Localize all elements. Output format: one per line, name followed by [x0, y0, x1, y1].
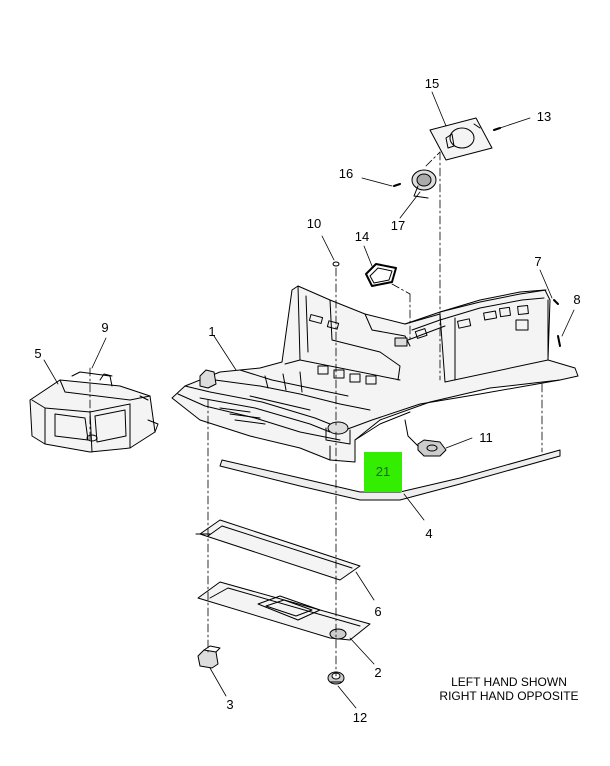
callout-16: 16	[339, 166, 353, 181]
callout-9: 9	[101, 320, 108, 335]
lower-panel-2	[197, 581, 371, 641]
note-line-2: RIGHT HAND OPPOSITE	[439, 689, 578, 703]
alignment-lines	[89, 151, 543, 677]
clip-3	[197, 645, 221, 669]
bracket-15	[429, 117, 493, 161]
note-line-1: LEFT HAND SHOWN	[451, 675, 567, 689]
callout-13: 13	[537, 109, 551, 124]
leader-lines	[43, 91, 575, 709]
highlight-label: 21	[376, 464, 390, 479]
highlight-box	[364, 452, 402, 492]
seal-14	[365, 263, 397, 287]
callout-8: 8	[573, 292, 580, 307]
callout-17: 17	[391, 218, 405, 233]
screw-16	[393, 183, 401, 187]
callout-11: 11	[479, 430, 493, 445]
clip-8	[557, 335, 561, 347]
callout-1: 1	[208, 324, 215, 339]
storage-bin	[29, 371, 159, 453]
connector-11	[417, 439, 447, 457]
callout-2: 2	[374, 665, 381, 680]
speaker-17	[411, 169, 437, 199]
callout-12: 12	[353, 710, 367, 725]
callout-7: 7	[534, 254, 541, 269]
clip-7	[553, 299, 559, 305]
callout-4: 4	[425, 526, 432, 541]
callout-14: 14	[355, 229, 369, 244]
callout-6: 6	[374, 604, 381, 619]
pin-10	[332, 261, 340, 267]
sill-strip	[219, 449, 561, 501]
screw-13	[493, 127, 501, 131]
flat-panel-6	[195, 519, 361, 581]
callout-10: 10	[307, 216, 321, 231]
callout-15: 15	[425, 76, 439, 91]
callout-5: 5	[34, 346, 41, 361]
rear-trim-panel	[171, 285, 579, 463]
callout-3: 3	[226, 697, 233, 712]
